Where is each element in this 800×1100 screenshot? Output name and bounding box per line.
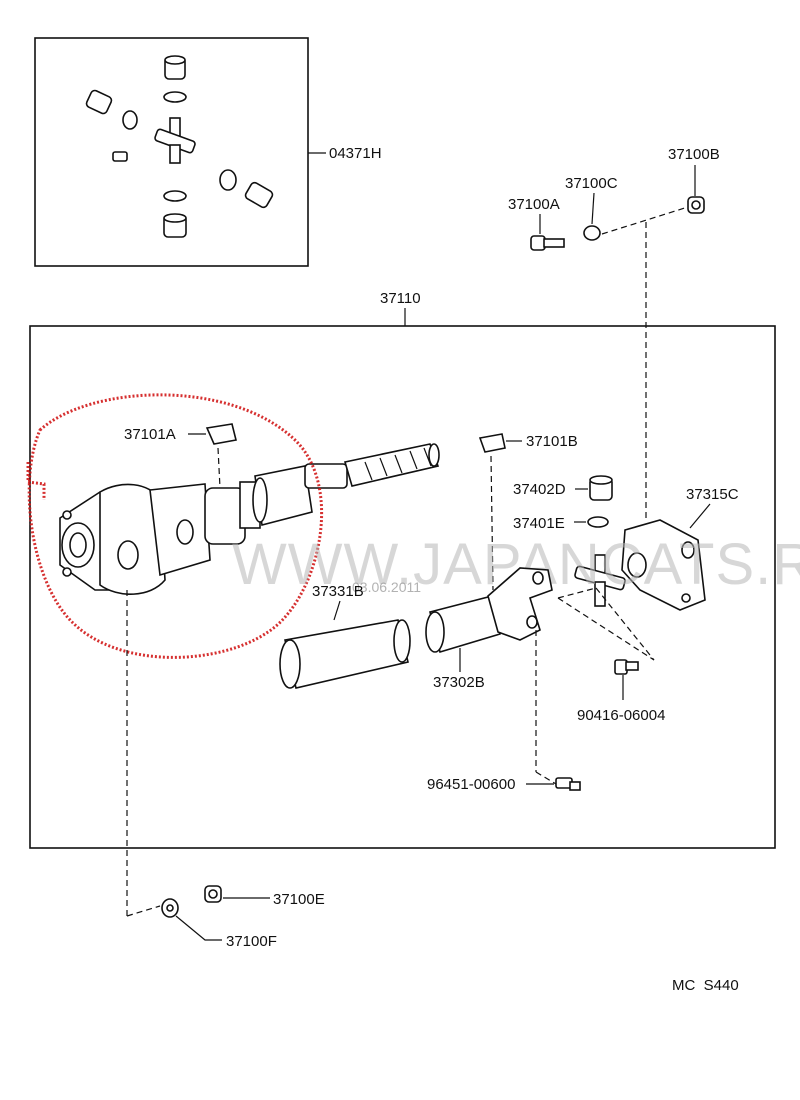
- bolt-37100a: [530, 235, 565, 251]
- label-37100a: 37100A: [508, 196, 560, 213]
- fitting-90416: [614, 659, 639, 675]
- nut-37100e: [204, 885, 222, 903]
- watermark-date: 03.06.2011: [352, 579, 421, 595]
- slip-yoke-37302b: [425, 567, 553, 654]
- label-shaft: 37110: [380, 290, 421, 307]
- kit-parts: [85, 55, 274, 238]
- diagram-code: MC S440: [672, 977, 739, 994]
- label-37331b: 37331B: [312, 583, 364, 600]
- label-96451: 96451-00600: [427, 776, 515, 793]
- label-37101b: 37101B: [526, 433, 578, 450]
- boot-37331b: [279, 619, 411, 689]
- yoke-37315c: [621, 519, 706, 611]
- ring-37401e: [587, 516, 609, 528]
- red-highlight-circle: [26, 393, 324, 659]
- label-37402d: 37402D: [513, 481, 566, 498]
- label-37401e: 37401E: [513, 515, 565, 532]
- label-90416: 90416-06004: [577, 707, 665, 724]
- label-37100f: 37100F: [226, 933, 277, 950]
- label-37302b: 37302B: [433, 674, 485, 691]
- label-37100b: 37100B: [668, 146, 720, 163]
- label-37315c: 37315C: [686, 486, 739, 503]
- clip-37101b: [478, 433, 506, 453]
- label-37101a: 37101A: [124, 426, 176, 443]
- clip-37101a: [205, 423, 237, 445]
- label-kit: 04371H: [329, 145, 382, 162]
- shaft-box: [29, 325, 776, 849]
- label-37100c: 37100C: [565, 175, 618, 192]
- label-37100e: 37100E: [273, 891, 325, 908]
- cap-37402d: [589, 475, 613, 501]
- spider-cross: [154, 117, 196, 164]
- fitting-96451: [555, 777, 581, 791]
- kit-box: [34, 37, 309, 267]
- flange-joint-assembly: [59, 443, 440, 595]
- washer-37100c: [583, 225, 601, 241]
- spider-cross-small: [574, 554, 626, 607]
- nut-37100b: [687, 196, 705, 214]
